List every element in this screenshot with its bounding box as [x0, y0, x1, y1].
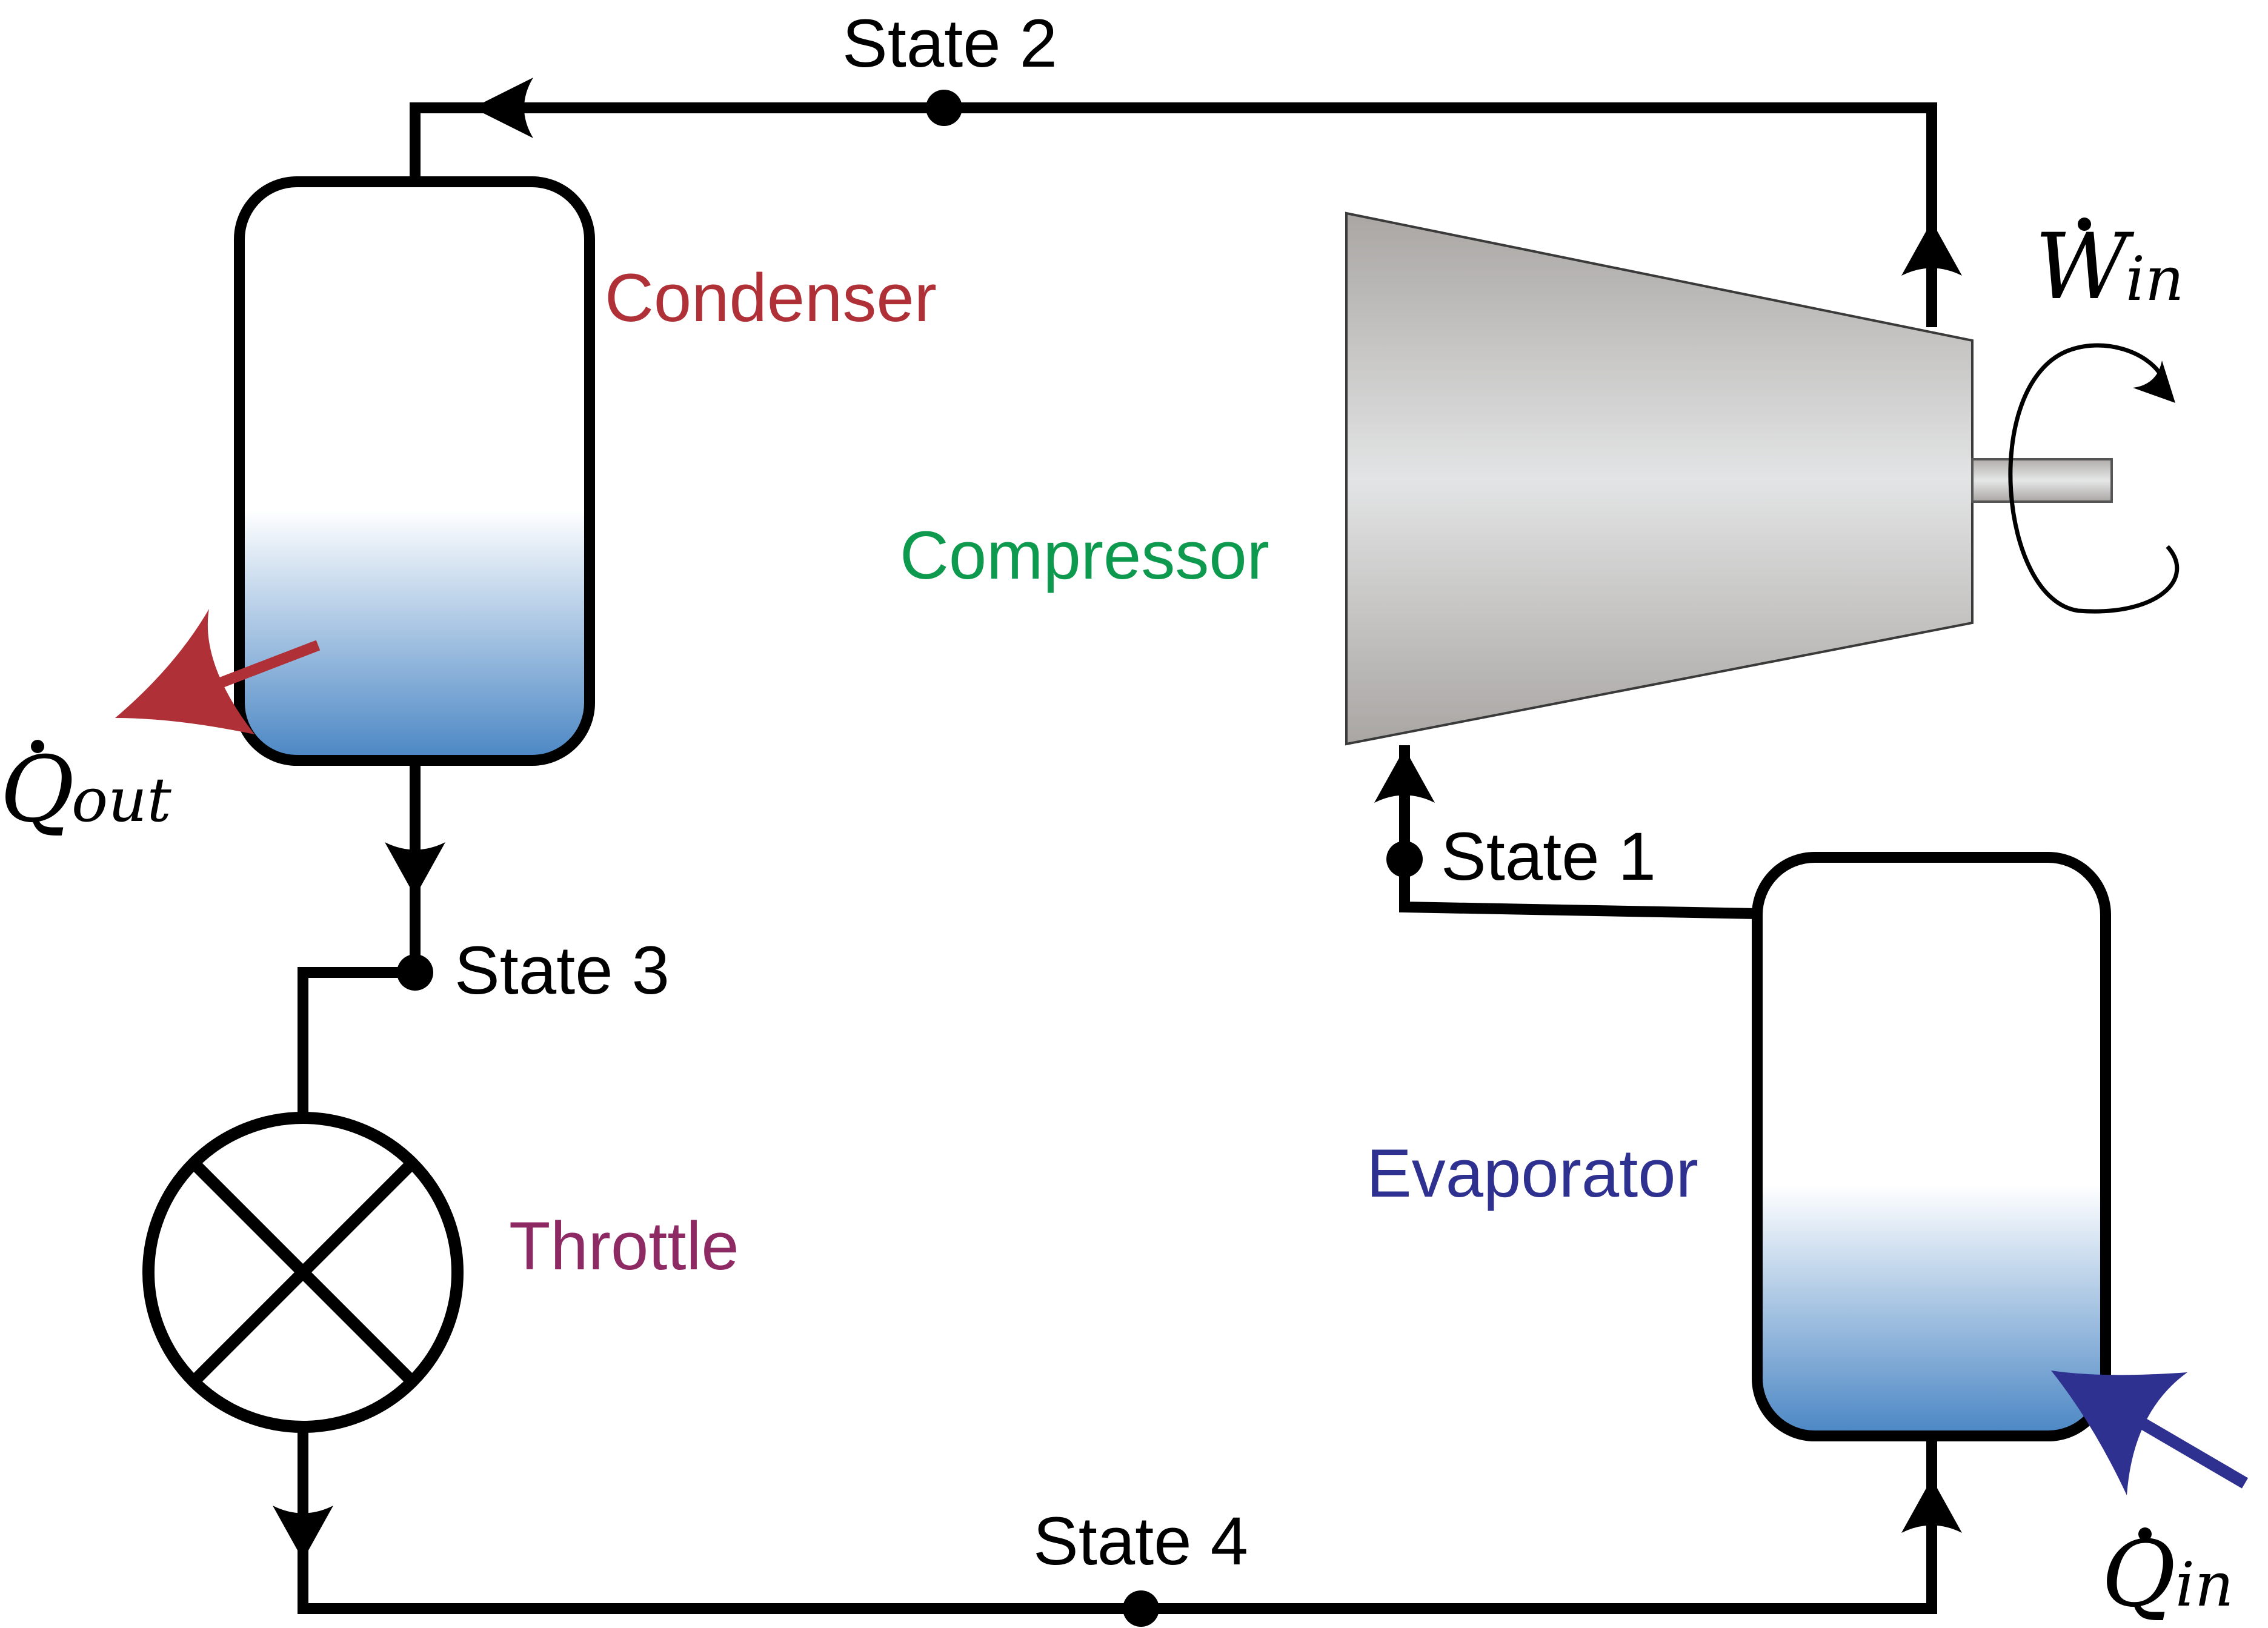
q-in-arrow-shaft: [2129, 1412, 2249, 1489]
throttle-label: Throttle: [509, 1208, 739, 1284]
compressor-body: [1345, 211, 1974, 746]
pipe-state2-line: [410, 102, 1937, 327]
q-out-letter: Q: [0, 737, 75, 843]
state1-dot: [1386, 841, 1423, 877]
q-out-symbol: Q out: [0, 737, 172, 843]
arrow-up-icon: [1901, 1478, 1962, 1533]
q-in-subscript: in: [2175, 1549, 2233, 1620]
evaporator-label: Evaporator: [1366, 1135, 1698, 1211]
condenser-label: Condenser: [605, 260, 937, 336]
throttle-valve-icon: [142, 1112, 464, 1433]
rotation-arrowhead-icon: [2133, 360, 2175, 403]
evaporator-outline: [1752, 852, 2111, 1441]
q-out-subscript: out: [71, 765, 172, 836]
condenser-liquid: [239, 488, 590, 760]
state2-label: State 2: [842, 5, 1057, 81]
flow-arrows: [273, 78, 1962, 1560]
state-points: [397, 90, 1423, 1627]
q-in-arrowhead: [2051, 1371, 2187, 1495]
labels: State 2 State 3 State 4 State 1 Condense…: [454, 5, 1698, 1579]
rotation-arrow-icon: [2008, 343, 2180, 614]
state3-label: State 3: [454, 932, 670, 1008]
q-in-letter: Q: [2101, 1522, 2176, 1627]
pipe-condenser-to-state3: [298, 760, 421, 1118]
q-in-symbol: Q in: [2101, 1522, 2233, 1627]
state4-label: State 4: [1033, 1503, 1248, 1579]
q-in-dot: [2138, 1527, 2152, 1541]
state2-dot: [926, 90, 962, 126]
throttle-circle: [142, 1112, 464, 1433]
trapezoid-compressor-icon: [1345, 211, 2180, 746]
w-in-symbol: W in: [2035, 214, 2184, 320]
compressor-label: Compressor: [900, 517, 1269, 593]
condenser: [234, 176, 595, 766]
evaporator-liquid: [1757, 1163, 2106, 1436]
arrow-up-icon: [1901, 221, 1962, 276]
q-out-arrow-icon: [115, 609, 321, 734]
pipe-evaporator-to-state1: [1399, 745, 1758, 919]
compressor-shaft: [1971, 458, 2113, 503]
arrow-down-icon: [273, 1506, 333, 1560]
q-in-arrow-icon: [2051, 1371, 2249, 1495]
arrow-left-icon: [473, 78, 533, 138]
throttle-cross-2: [189, 1158, 417, 1386]
evaporator: [1752, 852, 2111, 1441]
w-in-dot: [2078, 218, 2091, 231]
q-out-dot: [31, 740, 44, 753]
state4-dot: [1123, 1590, 1159, 1627]
condenser-outline: [234, 176, 595, 766]
q-out-arrowhead: [115, 609, 254, 734]
arrow-up-icon: [1374, 748, 1435, 803]
arrow-down-icon: [385, 842, 445, 897]
w-in-subscript: in: [2126, 244, 2184, 314]
state3-dot: [397, 954, 433, 991]
state1-label: State 1: [1441, 819, 1656, 894]
w-in-letter: W: [2035, 214, 2135, 320]
